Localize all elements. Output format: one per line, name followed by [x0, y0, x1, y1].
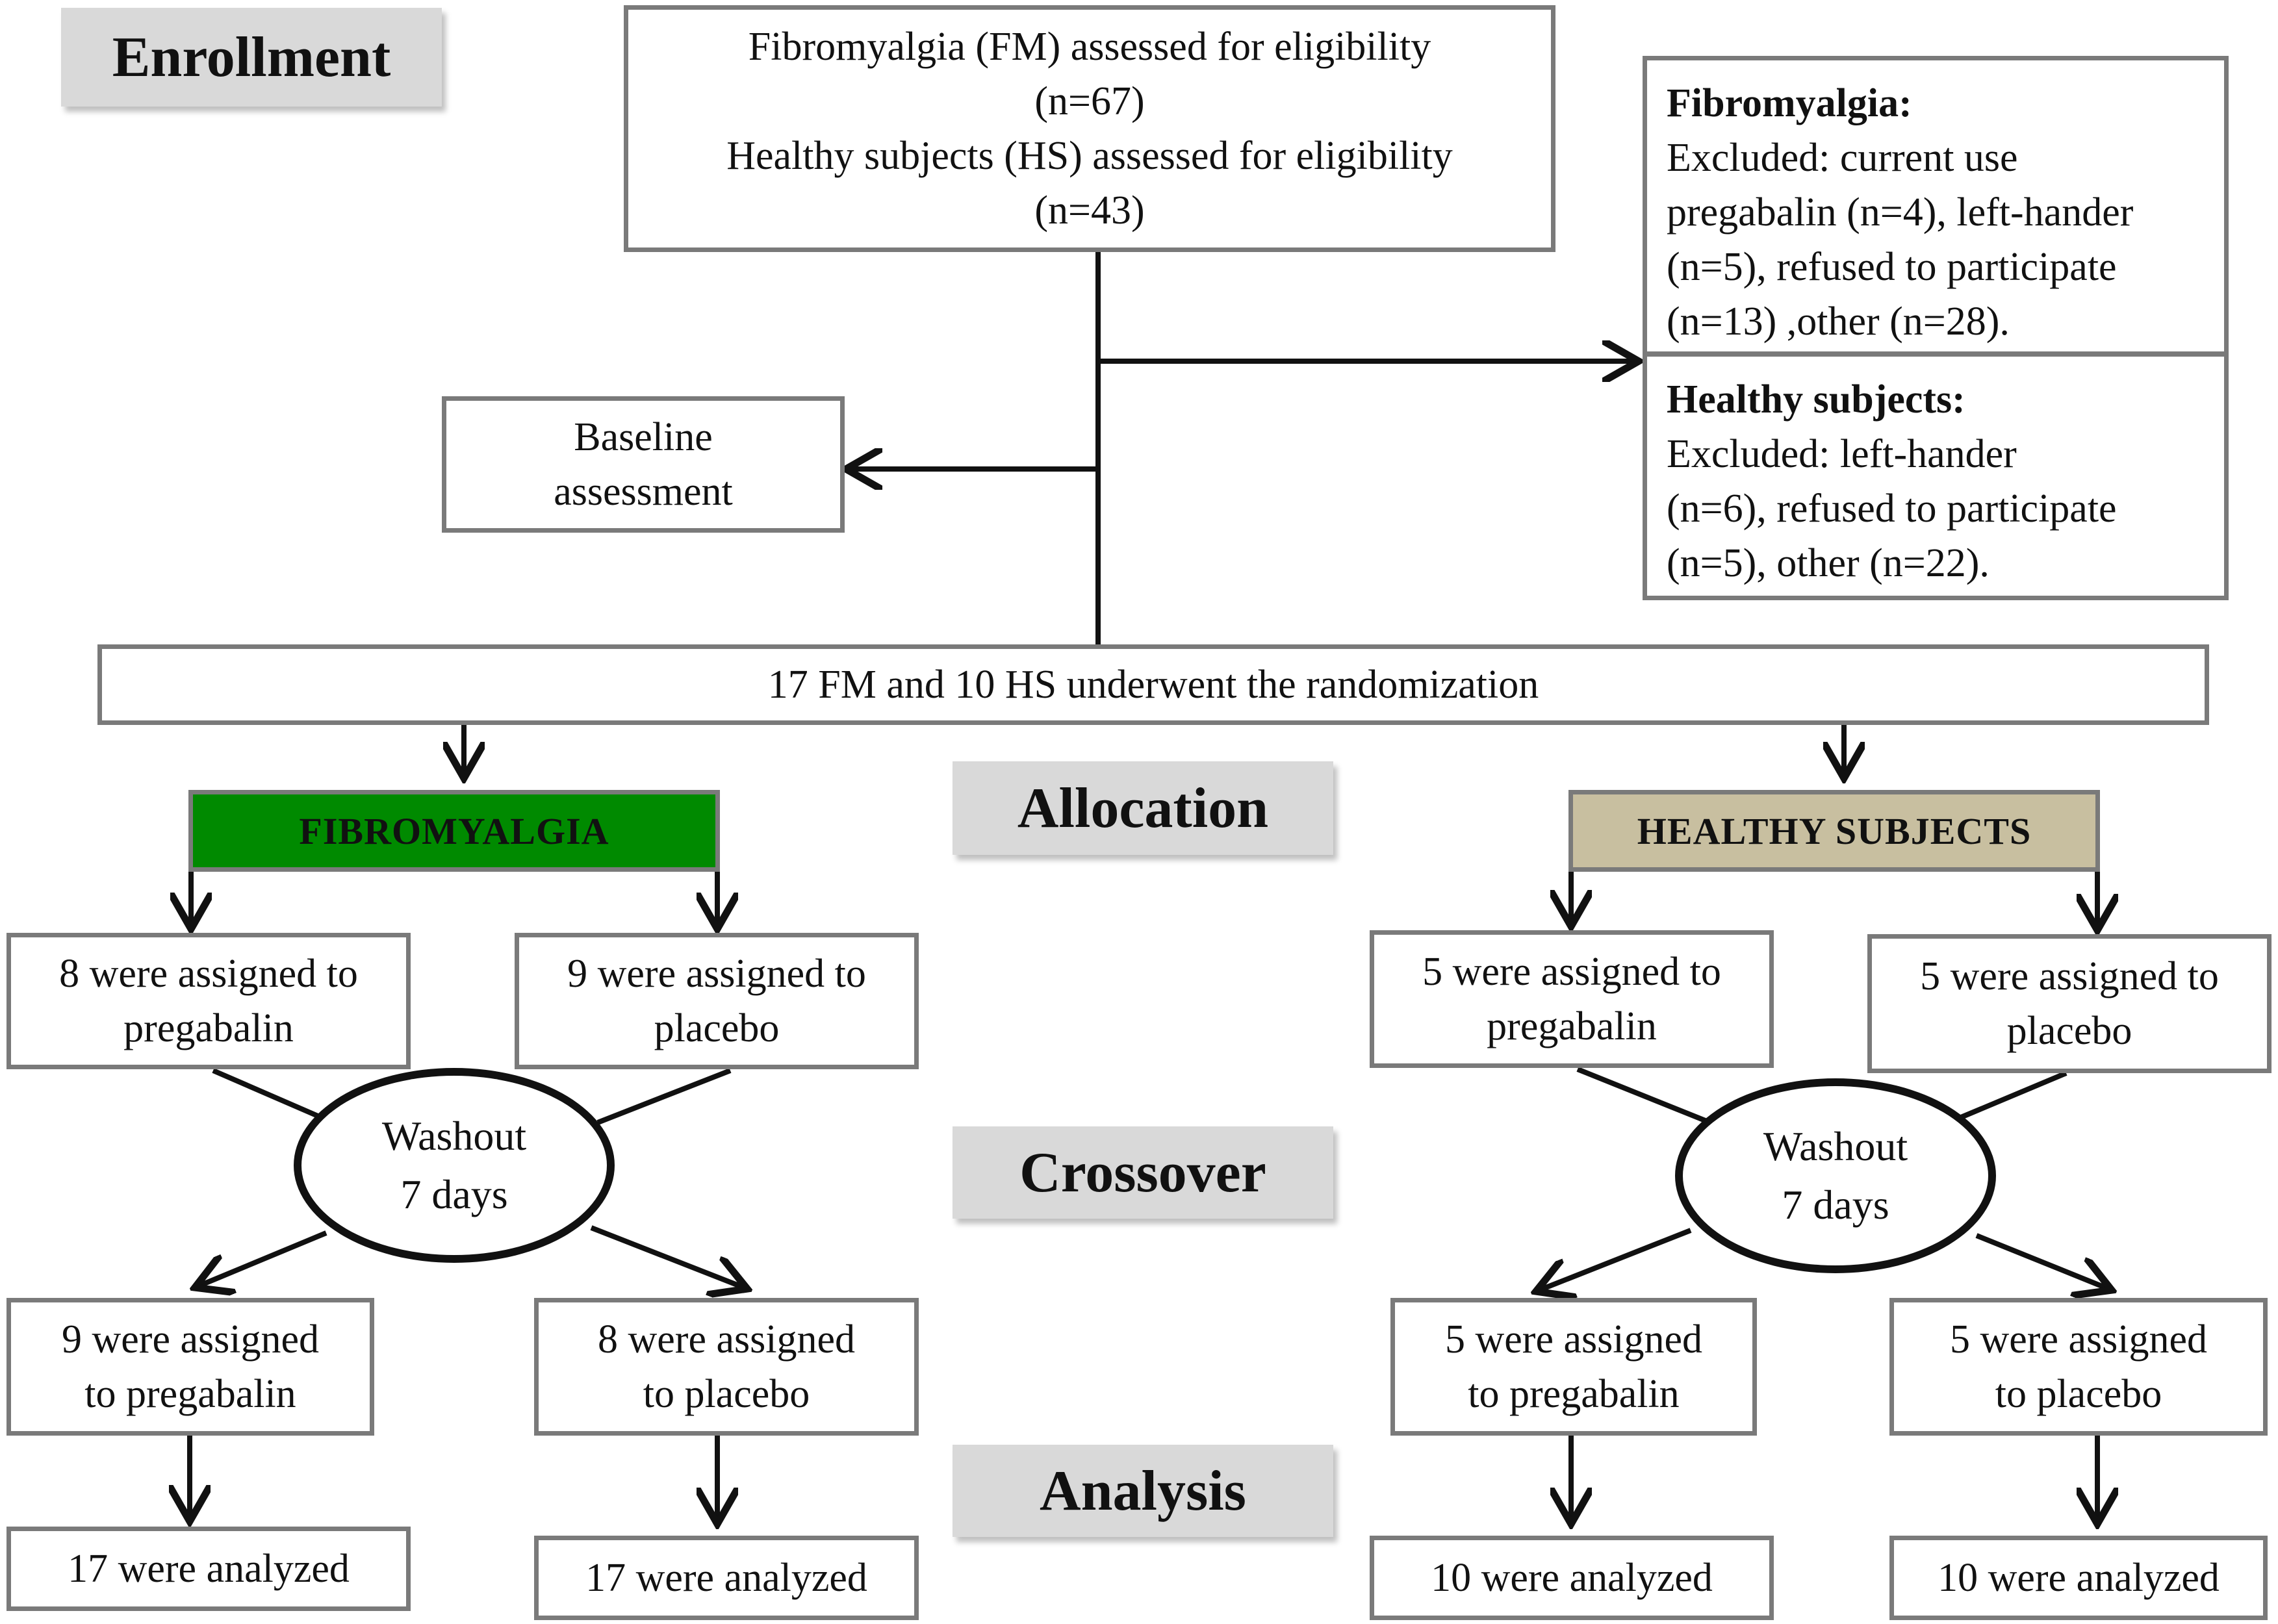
washout-line1: Washout	[381, 1113, 527, 1159]
hs-cross-line-b	[1960, 1071, 2067, 1120]
baseline-line1: Baseline	[574, 415, 713, 459]
randomization-text: 17 FM and 10 HS underwent the randomizat…	[767, 663, 1539, 707]
washout-line2: 7 days	[1782, 1182, 1889, 1228]
fm-cross-line-a	[212, 1068, 322, 1120]
hs-cross-arrow-b	[1975, 1233, 2112, 1290]
hs-exclusion-line: Excluded: left-hander	[1667, 432, 2017, 476]
box-line: 8 were assigned to	[59, 952, 358, 996]
baseline-box: Baseline assessment	[442, 396, 845, 533]
stage-enrollment: Enrollment	[61, 8, 442, 107]
stage-analysis: Analysis	[953, 1445, 1333, 1537]
randomization-box: 17 FM and 10 HS underwent the randomizat…	[97, 644, 2209, 725]
box-line: to placebo	[1995, 1372, 2162, 1416]
box-line: 9 were assigned to	[567, 952, 866, 996]
fm-washout-ellipse: Washout 7 days	[294, 1068, 615, 1263]
hs-exclusion-title: Healthy subjects:	[1667, 377, 1965, 422]
fm-exclusion-box: Fibromyalgia: Excluded: current use preg…	[1643, 56, 2229, 356]
analyzed-text: 10 were analyzed	[1431, 1556, 1713, 1600]
box-line: to pregabalin	[84, 1372, 296, 1416]
fm-cross-placebo-box: 8 were assigned to placebo	[534, 1298, 919, 1436]
box-line: 5 were assigned to	[1422, 950, 1721, 994]
analyzed-text: 17 were analyzed	[585, 1556, 867, 1600]
fm-cross-line-b	[596, 1068, 732, 1125]
fm-cross-pregabalin-box: 9 were assigned to pregabalin	[6, 1298, 374, 1436]
fm-exclusion-line: pregabalin (n=4), left-hander	[1667, 190, 2134, 235]
hs-exclusion-line: (n=5), other (n=22).	[1667, 541, 1990, 585]
hs-analyzed-box-1: 10 were analyzed	[1370, 1536, 1774, 1620]
hs-cross-placebo-box: 5 were assigned to placebo	[1889, 1298, 2268, 1436]
eligibility-box: Fibromyalgia (FM) assessed for eligibili…	[624, 5, 1555, 252]
hs-cross-line-a	[1576, 1067, 1711, 1125]
hs-exclusion-box: Healthy subjects: Excluded: left-hander …	[1643, 352, 2229, 600]
stage-allocation: Allocation	[953, 761, 1333, 855]
hs-analyzed-box-2: 10 were analyzed	[1889, 1536, 2268, 1620]
fm-cross-arrow-b	[590, 1225, 747, 1289]
fm-assign-placebo-box: 9 were assigned to placebo	[515, 933, 919, 1069]
hs-group-header: HEALTHY SUBJECTS	[1568, 790, 2100, 872]
fm-assign-pregabalin-box: 8 were assigned to pregabalin	[6, 933, 411, 1069]
hs-assessed-count: (n=43)	[1034, 188, 1145, 233]
fm-assessed-text: Fibromyalgia (FM) assessed for eligibili…	[748, 25, 1431, 69]
fm-cross-arrow-a	[195, 1230, 327, 1288]
analyzed-text: 10 were analyzed	[1938, 1556, 2220, 1600]
hs-assessed-text: Healthy subjects (HS) assessed for eligi…	[726, 134, 1453, 178]
box-line: placebo	[654, 1006, 780, 1050]
fm-exclusion-line: Excluded: current use	[1667, 136, 2018, 180]
washout-line2: 7 days	[400, 1171, 508, 1217]
fm-assessed-count: (n=67)	[1034, 79, 1145, 123]
box-line: 9 were assigned	[62, 1317, 319, 1362]
hs-cross-arrow-a	[1536, 1228, 1692, 1291]
fm-group-header: FIBROMYALGIA	[188, 790, 720, 872]
fm-analyzed-box-1: 17 were analyzed	[6, 1527, 411, 1611]
box-line: 5 were assigned	[1445, 1317, 1702, 1362]
box-line: pregabalin	[123, 1006, 294, 1050]
box-line: 5 were assigned	[1950, 1317, 2207, 1362]
stage-crossover: Crossover	[953, 1126, 1333, 1219]
box-line: placebo	[2006, 1009, 2132, 1053]
hs-washout-ellipse: Washout 7 days	[1675, 1078, 1996, 1273]
fm-exclusion-line: (n=13) ,other (n=28).	[1667, 299, 2010, 344]
fm-exclusion-line: (n=5), refused to participate	[1667, 245, 2117, 289]
hs-cross-pregabalin-box: 5 were assigned to pregabalin	[1390, 1298, 1757, 1436]
fm-analyzed-box-2: 17 were analyzed	[534, 1536, 919, 1620]
hs-assign-pregabalin-box: 5 were assigned to pregabalin	[1370, 930, 1774, 1068]
box-line: 8 were assigned	[598, 1317, 855, 1362]
box-line: to pregabalin	[1468, 1372, 1680, 1416]
fm-exclusion-title: Fibromyalgia:	[1667, 81, 1912, 125]
hs-exclusion-line: (n=6), refused to participate	[1667, 487, 2117, 531]
baseline-line2: assessment	[554, 470, 733, 514]
box-line: 5 were assigned to	[1920, 954, 2219, 998]
washout-line1: Washout	[1763, 1123, 1908, 1169]
analyzed-text: 17 were analyzed	[68, 1547, 350, 1591]
box-line: pregabalin	[1487, 1004, 1657, 1048]
box-line: to placebo	[643, 1372, 810, 1416]
hs-assign-placebo-box: 5 were assigned to placebo	[1867, 934, 2272, 1073]
